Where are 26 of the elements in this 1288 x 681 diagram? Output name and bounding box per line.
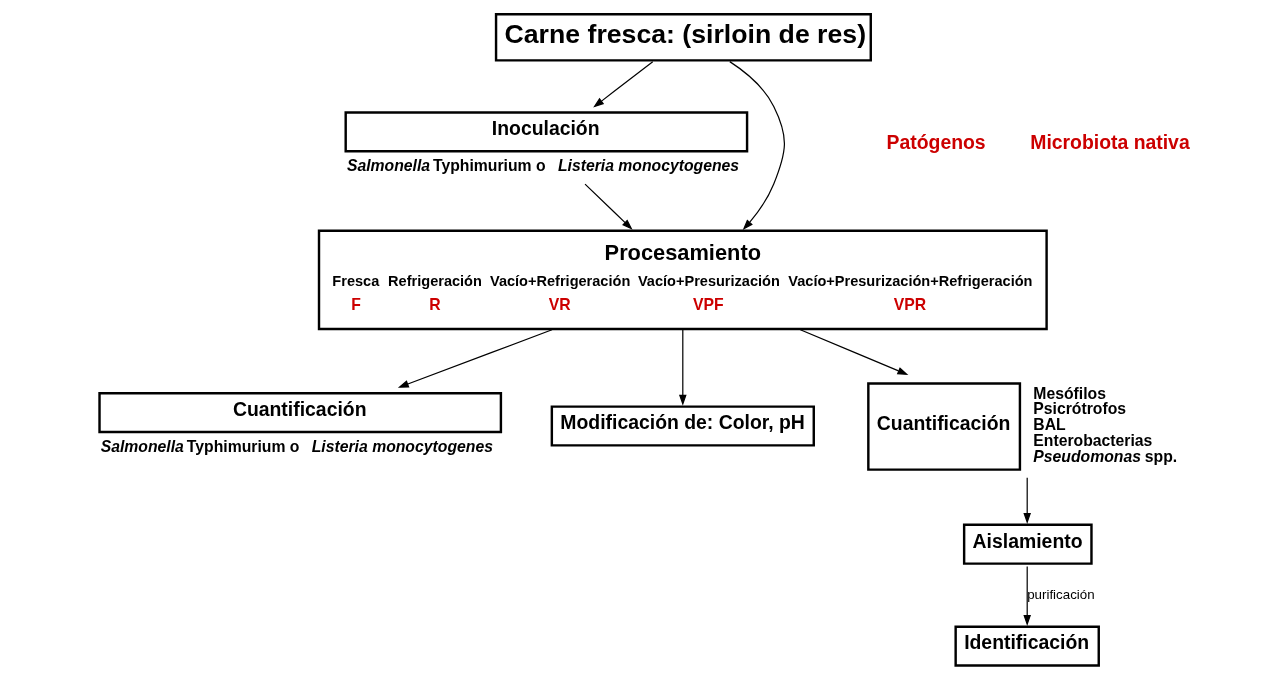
node-label: Pseudomonas spp. [1033,447,1178,465]
arrow [678,329,687,406]
node-box: Inoculación [344,111,749,153]
node-box: Cuantificación [98,392,503,434]
node-box: Aislamiento [962,523,1093,565]
arrow [1023,477,1032,524]
node-box: Identificación [954,625,1100,667]
label: Patógenos [886,130,986,153]
arrow [1023,565,1032,626]
label: Microbiota nativa [1030,130,1190,153]
edge-label: purificación [1027,586,1095,602]
node-box: Carne fresca: (sirloin de res) [494,13,872,62]
arrow [593,61,654,108]
arrow [799,329,909,375]
node-label: Salmonella Typhimurium o Listeria monocytogenes [100,437,493,455]
node-label: Mesófilos [1033,384,1106,402]
node-box: Procesamiento Fresca Refrigeración Vacío+Refrigeración Vacío+Presurización Vacío+Presurización+Refrigeración F R VR VPF VPR [317,229,1048,331]
node-label: Psicrótrofos [1033,400,1127,418]
arrow [397,329,553,388]
node-label: Enterobacterias [1033,431,1153,449]
arrow [729,61,785,231]
arrow [584,183,633,230]
node-box: Modificación de: Color, pH [550,405,815,447]
node-label: Salmonella Typhimurium o Listeria monocytogenes [346,157,740,175]
node-box: Cuantificación [867,382,1022,471]
node-label: BAL [1033,416,1066,434]
